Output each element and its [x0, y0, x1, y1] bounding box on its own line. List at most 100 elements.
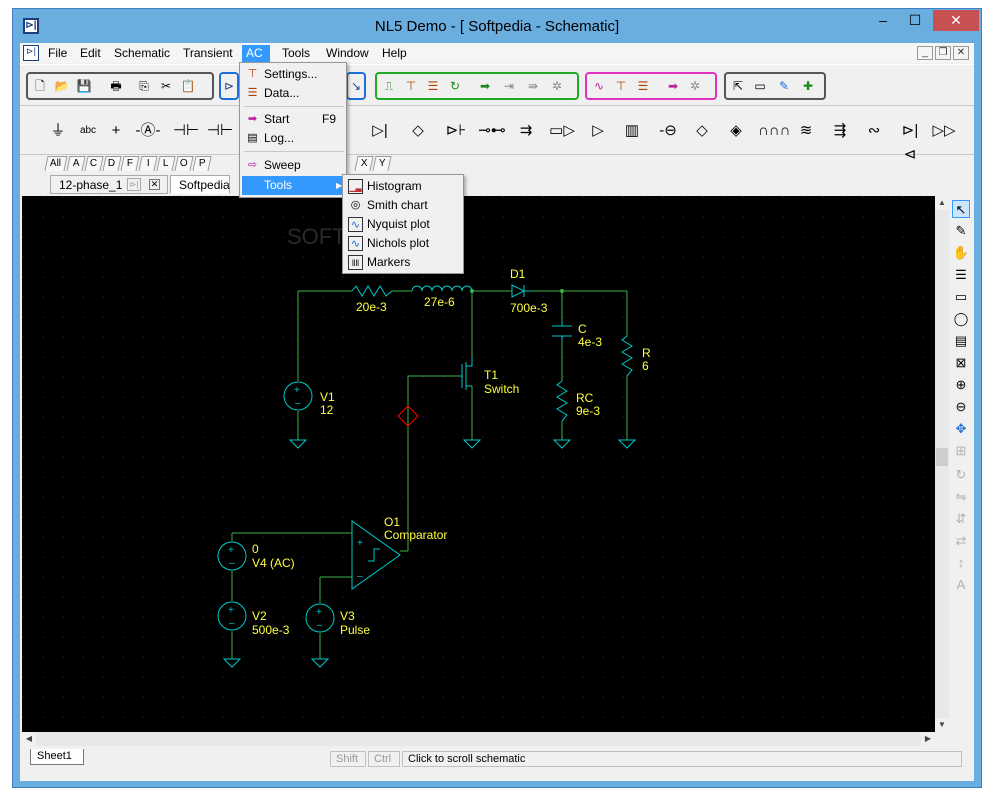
- transient-settings-icon[interactable]: ⊤: [405, 79, 417, 93]
- scroll-icon[interactable]: ↘: [350, 79, 362, 93]
- add-component-icon[interactable]: ✚: [802, 79, 814, 93]
- switch-icon[interactable]: ⊸⊷: [478, 122, 506, 139]
- text-size-icon[interactable]: A: [956, 577, 966, 592]
- transient-continue-icon[interactable]: ⇥: [503, 79, 515, 93]
- amplifier-icon[interactable]: ▷: [592, 122, 604, 139]
- new-file-icon[interactable]: 🗋: [35, 79, 45, 93]
- export-icon[interactable]: ⇱: [732, 79, 744, 93]
- dependent-source-icon[interactable]: ◇: [696, 122, 708, 139]
- mdi-minimize-button[interactable]: _: [917, 46, 933, 60]
- transformer-icon[interactable]: ∾: [867, 122, 881, 139]
- tab-close-icon[interactable]: ✕: [149, 179, 160, 190]
- lib-tab-p[interactable]: P: [192, 156, 212, 171]
- ac-menu-sweep[interactable]: ⇨ Sweep: [242, 156, 344, 175]
- ac-settings-icon[interactable]: ⊤: [615, 79, 627, 93]
- flip-icon[interactable]: ⇋: [955, 489, 967, 504]
- doc-tab-softpedia[interactable]: Softpedia: [170, 175, 230, 194]
- pencil-icon[interactable]: ✎: [955, 223, 967, 238]
- tools-markers[interactable]: ‖‖ Markers: [345, 253, 461, 272]
- ac-menu-settings[interactable]: ⊤ Settings...: [242, 65, 344, 84]
- transient-reset-icon[interactable]: ↻: [449, 79, 461, 93]
- probe-marker[interactable]: [397, 405, 419, 427]
- ac-start-icon[interactable]: ➡: [667, 79, 679, 93]
- tools-nyquist-plot[interactable]: ∿ Nyquist plot: [345, 215, 461, 234]
- hand-icon[interactable]: ✋: [952, 245, 970, 260]
- schematic-canvas[interactable]: +– +– +– +– +– SOFTPEDIA 20e-3 27e-6 D1 …: [22, 196, 935, 732]
- document-icon[interactable]: ⊳|: [23, 45, 39, 61]
- image-block-icon[interactable]: ⊠: [955, 355, 967, 370]
- tools-nichols-plot[interactable]: ∿ Nichols plot: [345, 234, 461, 253]
- tools-histogram[interactable]: ▁▃ Histogram: [348, 179, 422, 194]
- schematic-icon[interactable]: ⊳: [223, 79, 235, 93]
- ground-icon[interactable]: ⏚: [50, 122, 66, 139]
- lib-tab-o[interactable]: O: [174, 156, 194, 171]
- diode-icon[interactable]: ▷|: [372, 122, 388, 139]
- maximize-button[interactable]: ☐: [908, 12, 922, 28]
- display-icon[interactable]: ▭: [754, 79, 766, 93]
- text-block-icon[interactable]: ▤: [954, 333, 968, 348]
- transient-graph-icon[interactable]: ⎍: [384, 79, 394, 93]
- zoom-in-icon[interactable]: ⊕: [955, 377, 967, 392]
- wire-style-icon[interactable]: ☰: [955, 267, 967, 282]
- print-icon[interactable]: 🖶: [110, 79, 122, 93]
- distribute-icon[interactable]: ↕: [957, 555, 965, 570]
- nl5-app-icon[interactable]: ⊳|: [23, 18, 39, 34]
- coupled-inductor-icon[interactable]: ≋: [799, 122, 813, 139]
- transmission-line-icon[interactable]: ⇶: [833, 122, 847, 139]
- capacitor-icon[interactable]: ⊣⊢: [172, 122, 200, 139]
- transient-start-icon[interactable]: ➡: [479, 79, 491, 93]
- ammeter-icon[interactable]: -Ⓐ-: [135, 122, 161, 139]
- lib-tab-a[interactable]: A: [66, 156, 86, 171]
- menu-ac[interactable]: AC: [242, 45, 270, 62]
- vertical-scroll-thumb[interactable]: [936, 448, 948, 466]
- ac-menu-tools[interactable]: Tools ▶: [242, 176, 344, 195]
- mdi-restore-button[interactable]: ❐: [935, 46, 951, 60]
- lib-tab-all[interactable]: All: [44, 156, 68, 171]
- buffer-icon[interactable]: ▷▷: [932, 122, 956, 139]
- zoom-out-icon[interactable]: ⊖: [955, 399, 967, 414]
- label-icon[interactable]: abc: [79, 125, 97, 136]
- sheet-tab[interactable]: Sheet1: [30, 749, 84, 765]
- scroll-right-arrow[interactable]: ▶: [921, 732, 935, 746]
- transient-step-icon[interactable]: ⇛: [527, 79, 539, 93]
- schematic-drawing[interactable]: +– +– +– +– +– SOFTPEDIA 20e-3 27e-6 D1 …: [22, 196, 935, 732]
- paste-icon[interactable]: 📋: [180, 79, 196, 93]
- lib-tab-c[interactable]: C: [84, 156, 104, 171]
- menu-file[interactable]: File: [48, 46, 68, 60]
- select-arrow-icon[interactable]: ↖: [952, 200, 970, 218]
- ellipse-icon[interactable]: ◯: [953, 311, 969, 326]
- scroll-down-arrow[interactable]: ▼: [935, 718, 949, 732]
- ic-block-icon[interactable]: ▥: [624, 122, 640, 139]
- menu-window[interactable]: Window: [326, 46, 369, 60]
- lib-tab-x[interactable]: X: [354, 156, 374, 171]
- ac-menu-start[interactable]: ➡ Start F9: [242, 110, 344, 129]
- menu-help[interactable]: Help: [382, 46, 407, 60]
- title-bar[interactable]: ⊳| NL5 Demo - [ Softpedia - Schematic] –…: [13, 9, 981, 43]
- lib-tab-l[interactable]: L: [156, 156, 176, 171]
- open-folder-icon[interactable]: 📂: [54, 79, 70, 93]
- relay-icon[interactable]: ⇉: [519, 122, 533, 139]
- copy-icon[interactable]: ⎘: [139, 79, 149, 93]
- doc-tab-12-phase-1[interactable]: 12-phase_1 ⊳| ✕: [50, 175, 168, 194]
- lib-tab-f[interactable]: F: [120, 156, 140, 171]
- current-source-icon[interactable]: -⊖: [659, 122, 677, 139]
- close-button[interactable]: ✕: [933, 10, 979, 31]
- menu-transient[interactable]: Transient: [183, 46, 233, 60]
- ac-data-icon[interactable]: ☰: [637, 79, 649, 93]
- align-icon[interactable]: ⇄: [955, 533, 967, 548]
- pin-icon[interactable]: ⊳|: [127, 178, 141, 191]
- transient-stop-icon[interactable]: ✲: [551, 79, 563, 93]
- rotate-icon[interactable]: ↻: [955, 467, 967, 482]
- tools-smith-chart[interactable]: ◎ Smith chart: [345, 196, 461, 215]
- zoom-area-icon[interactable]: ⊞: [955, 443, 967, 458]
- scroll-up-arrow[interactable]: ▲: [935, 196, 949, 210]
- rectangle-icon[interactable]: ▭: [954, 289, 968, 304]
- fit-view-icon[interactable]: ✥: [955, 421, 967, 436]
- node-icon[interactable]: +: [111, 122, 121, 139]
- function-block-icon[interactable]: ▭▷: [549, 122, 575, 139]
- transient-data-icon[interactable]: ☰: [427, 79, 439, 93]
- zener-icon[interactable]: ⊳⊦: [445, 122, 467, 139]
- menu-schematic[interactable]: Schematic: [114, 46, 171, 60]
- probe-icon[interactable]: ✎: [778, 79, 790, 93]
- horizontal-scrollbar[interactable]: ◀ ▶: [22, 732, 935, 746]
